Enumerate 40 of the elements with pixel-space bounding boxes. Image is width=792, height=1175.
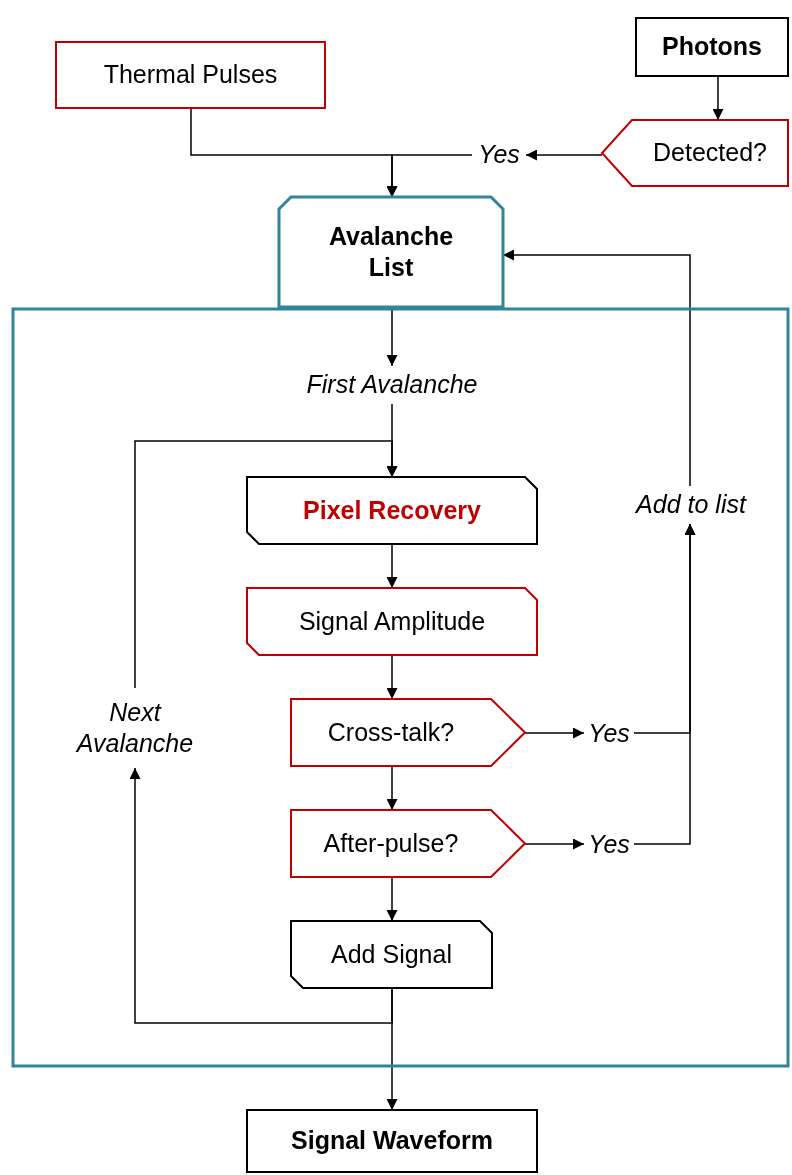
process-box (56, 42, 325, 108)
node-label: After-pulse? (323, 827, 459, 859)
flow-label: Next Avalanche (60, 688, 210, 768)
connector-arrow (525, 149, 603, 161)
connector-arrow (712, 75, 724, 121)
connector-arrow (633, 523, 696, 845)
node-label: Avalanche List (327, 220, 455, 283)
decision-shape (602, 120, 788, 186)
connector-arrow (386, 543, 398, 589)
decision-shape (291, 699, 525, 766)
node-label: Add Signal (331, 938, 452, 970)
connector-arrow (524, 838, 585, 850)
node-label: Photons (662, 31, 762, 63)
node-label: Pixel Recovery (303, 494, 481, 526)
node-label: Detected? (653, 137, 767, 169)
flow-label: Yes (584, 716, 634, 752)
process-box (247, 477, 537, 544)
list-box (279, 197, 503, 307)
flow-label: Yes (472, 138, 526, 172)
flow-label: First Avalanche (280, 366, 504, 404)
node-label: Thermal Pulses (103, 59, 278, 91)
process-box (291, 921, 492, 988)
node-label: Signal Waveform (291, 1125, 493, 1157)
loop-frame (13, 309, 788, 1066)
connector-arrow (386, 987, 398, 1111)
decision-shape (291, 810, 525, 877)
process-box (247, 588, 537, 655)
flow-label: Add to list (616, 486, 766, 524)
connector-arrow (524, 727, 585, 739)
flow-label: Yes (584, 827, 634, 863)
connector-arrow (386, 876, 398, 922)
connector-arrow (386, 765, 398, 811)
output-box (247, 1110, 537, 1172)
connector-arrow (190, 107, 398, 198)
connector-arrow (134, 440, 398, 689)
connector-arrow (386, 654, 398, 700)
connector-arrow (129, 767, 393, 1024)
input-box (636, 18, 788, 76)
node-label: Cross-talk? (327, 716, 455, 748)
node-label: Signal Amplitude (298, 605, 486, 637)
